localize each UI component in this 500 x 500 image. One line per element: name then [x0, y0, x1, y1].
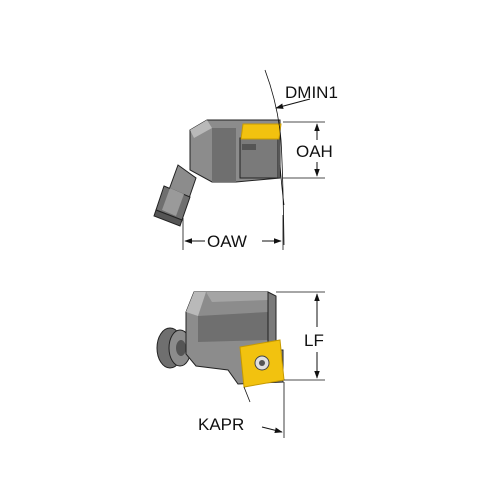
oah-label: OAH	[296, 142, 333, 161]
oaw-label: OAW	[207, 232, 247, 251]
dmin1-dimension: DMIN1	[264, 69, 338, 246]
lf-label: LF	[304, 331, 324, 350]
top-insert	[240, 123, 282, 140]
dmin1-label: DMIN1	[285, 83, 338, 102]
bottom-insert	[239, 339, 285, 388]
bottom-body	[185, 291, 284, 385]
bottom-coupling	[156, 327, 192, 369]
kapr-label: KAPR	[198, 415, 244, 434]
lf-dimension: LF	[276, 291, 325, 381]
top-shank	[153, 164, 197, 227]
top-body	[189, 119, 281, 183]
oah-dimension: OAH	[283, 121, 333, 179]
bottom-view	[156, 291, 285, 388]
top-view	[153, 119, 282, 227]
oaw-dimension: OAW	[182, 215, 284, 251]
kapr-dimension: KAPR	[198, 382, 285, 438]
